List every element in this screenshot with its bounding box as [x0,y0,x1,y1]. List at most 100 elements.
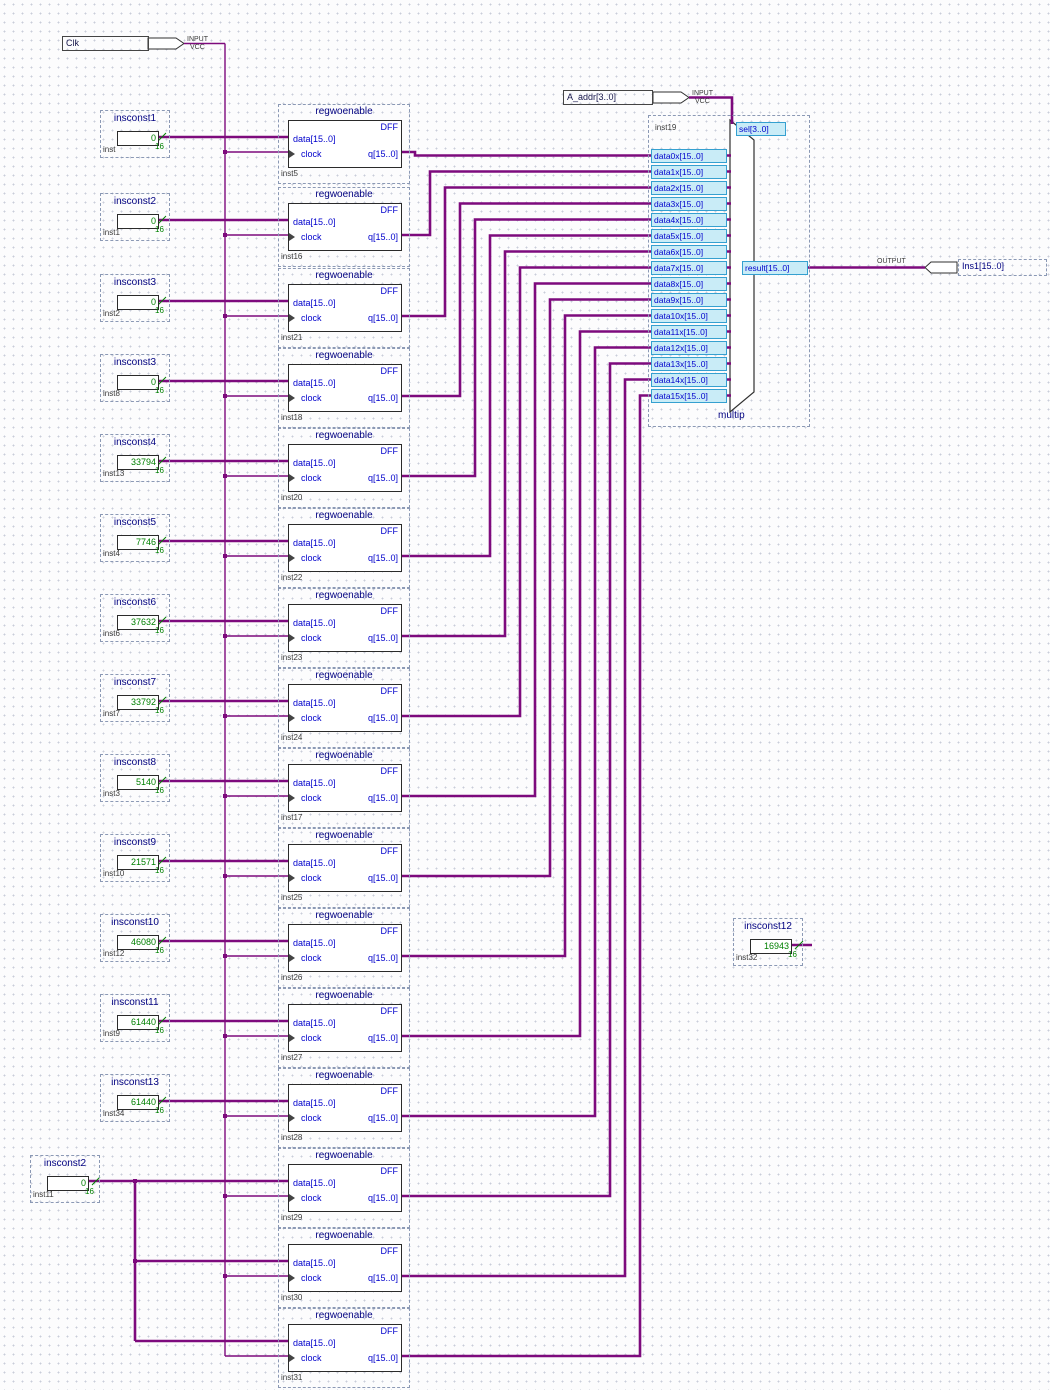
register-block[interactable]: regwoenable DFF data[15..0] clock q[15..… [278,908,410,988]
register-block[interactable]: regwoenable DFF data[15..0] clock q[15..… [278,1148,410,1228]
register-title: regwoenable [315,590,373,601]
constant-value: 5140 [135,777,156,787]
constant-title: insconst12 [744,921,792,932]
clock-triangle-icon [289,1274,295,1282]
data-port-label: data[15..0] [293,134,336,144]
register-block[interactable]: regwoenable DFF data[15..0] clock q[15..… [278,187,410,267]
clk-input-pin-icon [147,37,185,50]
register-block[interactable]: regwoenable DFF data[15..0] clock q[15..… [278,748,410,828]
dff-label: DFF [380,1086,399,1096]
addr-pin-name: A_addr[3..0] [567,92,617,102]
output-pin-name-box[interactable]: Ins1[15..0] [958,259,1047,276]
data-port-label: data[15..0] [293,1018,336,1028]
constant-block[interactable]: insconst2 0 16 inst1 [100,193,170,241]
constant-body: 7746 [117,535,159,550]
constant-body: 0 [117,375,159,390]
constant-block[interactable]: insconst1 0 16 inst [100,110,170,158]
output-pin-icon [924,261,958,274]
register-block[interactable]: regwoenable DFF data[15..0] clock q[15..… [278,428,410,508]
register-block[interactable]: regwoenable DFF data[15..0] clock q[15..… [278,588,410,668]
instance-label: inst23 [281,653,303,662]
constant-block[interactable]: insconst11 61440 16 inst9 [100,994,170,1042]
register-block[interactable]: regwoenable DFF data[15..0] clock q[15..… [278,268,410,348]
register-title: regwoenable [315,189,373,200]
register-block[interactable]: regwoenable DFF data[15..0] clock q[15..… [278,988,410,1068]
constant-block[interactable]: insconst9 21571 16 inst10 [100,834,170,882]
constant-block[interactable]: insconst3 0 16 inst2 [100,274,170,322]
mux-input-label[interactable]: data0x[15..0] [651,149,727,163]
constant-block[interactable]: insconst12 16943 16 inst32 [733,918,803,966]
mux-input-label[interactable]: data15x[15..0] [651,389,727,403]
mux-input-label[interactable]: data10x[15..0] [651,309,727,323]
output-pin-type: OUTPUT [877,258,906,265]
constant-block[interactable]: insconst2 0 16 inst11 [30,1155,100,1203]
data-port-label: data[15..0] [293,378,336,388]
instance-label: inst5 [281,169,298,178]
dff-label: DFF [380,766,399,776]
dff-label: DFF [380,205,399,215]
register-body: DFF data[15..0] clock q[15..0] [288,1004,402,1052]
instance-label: inst3 [103,789,120,798]
register-block[interactable]: regwoenable DFF data[15..0] clock q[15..… [278,668,410,748]
mux-input-label[interactable]: data5x[15..0] [651,229,727,243]
instance-label: inst32 [736,953,758,962]
constant-title: insconst5 [113,517,157,528]
constant-block[interactable]: insconst6 37632 16 inst6 [100,594,170,642]
dff-label: DFF [380,122,399,132]
mux-input-label[interactable]: data12x[15..0] [651,341,727,355]
mux-input-label[interactable]: data6x[15..0] [651,245,727,259]
constant-block[interactable]: insconst8 5140 16 inst3 [100,754,170,802]
constant-value: 7746 [135,537,156,547]
mux-input-label[interactable]: data3x[15..0] [651,197,727,211]
mux-input-label[interactable]: data4x[15..0] [651,213,727,227]
clock-triangle-icon [289,474,295,482]
register-title: regwoenable [315,830,373,841]
addr-pin-name-box[interactable]: A_addr[3..0] [563,90,653,105]
mux-input-label[interactable]: data8x[15..0] [651,277,727,291]
register-block[interactable]: regwoenable DFF data[15..0] clock q[15..… [278,1308,410,1388]
mux-input-label[interactable]: data7x[15..0] [651,261,727,275]
clk-pin-name-box[interactable]: Clk [62,36,149,51]
clock-port-label: clock [301,393,322,403]
mux-input-label[interactable]: data1x[15..0] [651,165,727,179]
constant-block[interactable]: insconst4 33794 16 inst13 [100,434,170,482]
register-block[interactable]: regwoenable DFF data[15..0] clock q[15..… [278,828,410,908]
clock-port-label: clock [301,232,322,242]
constant-body: 5140 [117,775,159,790]
q-port-label: q[15..0] [367,713,398,723]
mux-sel-label[interactable]: sel[3..0] [736,122,786,136]
mux-input-label[interactable]: data13x[15..0] [651,357,727,371]
clock-net-wires[interactable] [184,42,288,1357]
register-body: DFF data[15..0] clock q[15..0] [288,524,402,572]
mux-input-label[interactable]: data11x[15..0] [651,325,727,339]
constant-title: insconst9 [113,837,157,848]
bus-wires[interactable] [86,96,925,1358]
register-body: DFF data[15..0] clock q[15..0] [288,284,402,332]
clock-triangle-icon [289,233,295,241]
constant-block[interactable]: insconst5 7746 16 inst4 [100,514,170,562]
mux-input-label[interactable]: data2x[15..0] [651,181,727,195]
data-port-label: data[15..0] [293,1258,336,1268]
instance-label: inst24 [281,733,303,742]
dff-label: DFF [380,606,399,616]
mux-input-label[interactable]: data9x[15..0] [651,293,727,307]
register-body: DFF data[15..0] clock q[15..0] [288,1164,402,1212]
constant-block[interactable]: insconst13 61440 16 inst34 [100,1074,170,1122]
register-block[interactable]: regwoenable DFF data[15..0] clock q[15..… [278,1228,410,1308]
register-block[interactable]: regwoenable DFF data[15..0] clock q[15..… [278,348,410,428]
clock-triangle-icon [289,314,295,322]
constant-block[interactable]: insconst7 33792 16 inst7 [100,674,170,722]
mux-result-label[interactable]: result[15..0] [742,261,808,275]
dff-label: DFF [380,286,399,296]
constant-block[interactable]: insconst10 46080 16 inst12 [100,914,170,962]
register-block[interactable]: regwoenable DFF data[15..0] clock q[15..… [278,508,410,588]
mux-selection-box[interactable] [648,115,810,427]
register-block[interactable]: regwoenable DFF data[15..0] clock q[15..… [278,1068,410,1148]
register-block[interactable]: regwoenable DFF data[15..0] clock q[15..… [278,104,410,184]
constant-block[interactable]: insconst3 0 16 inst8 [100,354,170,402]
mux-input-label[interactable]: data14x[15..0] [651,373,727,387]
register-title: regwoenable [315,750,373,761]
q-port-label: q[15..0] [367,149,398,159]
